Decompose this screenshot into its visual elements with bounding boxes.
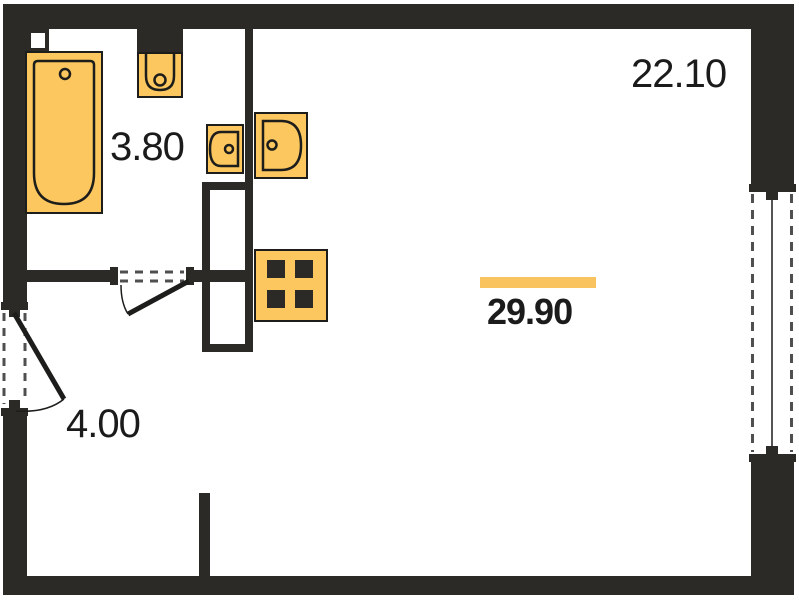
interior-door-icon — [120, 270, 191, 317]
bathroom-sink-drain — [223, 143, 235, 155]
label-total-area: 29.90 — [487, 291, 573, 332]
kitchen-sink-icon — [254, 112, 308, 179]
room-label-living-room: 22.10 — [631, 52, 727, 96]
stove-burner-br — [295, 290, 313, 308]
entrance-door-swing-arc — [15, 398, 65, 412]
wall-bottom — [3, 576, 794, 595]
entrance-cap-top — [1, 302, 28, 310]
stove-burner-tr — [295, 260, 313, 278]
wall-top — [3, 4, 794, 29]
window-node-top — [766, 192, 778, 200]
wall-left-upper — [3, 4, 27, 302]
toilet-drain — [153, 73, 167, 87]
door-jamb-left — [110, 267, 118, 285]
stove-4-burner-icon — [254, 249, 328, 322]
entrance-door-leaf — [11, 311, 67, 401]
corner-pier-notch — [31, 33, 45, 48]
wall-hall-divider — [199, 493, 210, 577]
ventilation-shaft-icon — [202, 182, 253, 352]
interior-door-swing-arc — [120, 284, 129, 315]
total-area-underline — [480, 277, 596, 288]
wall-left-lower — [3, 415, 27, 595]
wall-bathroom-bottom — [27, 270, 110, 282]
door-jamb-right — [186, 267, 194, 285]
stove-body — [254, 249, 328, 322]
bathtub-icon — [25, 51, 103, 214]
kitchen-sink-drain — [266, 139, 278, 151]
interior-door-leaf — [126, 278, 191, 317]
window-cap-top — [749, 184, 796, 192]
shaft-cavity-lower — [210, 282, 245, 344]
toilet-tank — [137, 29, 183, 53]
walls — [3, 4, 794, 595]
bathroom-sink-icon — [206, 124, 244, 174]
entrance-node-bottom — [9, 400, 20, 408]
stove-burner-tl — [267, 260, 285, 278]
toilet-bowl-rim — [144, 53, 176, 92]
room-label-bathroom: 3.80 — [110, 125, 185, 169]
stove-burner-bl — [267, 290, 285, 308]
kitchen-sink-basin — [261, 119, 303, 172]
toilet-icon — [137, 29, 183, 98]
room-label-hallway: 4.00 — [66, 402, 141, 446]
bathtub-basin — [32, 59, 96, 206]
bathtub-drain — [58, 67, 72, 81]
wall-right-lower — [751, 462, 794, 595]
entrance-cap-bottom — [1, 408, 28, 416]
bathroom-sink-basin — [208, 130, 240, 168]
entrance-door-icon — [1, 302, 67, 416]
shaft-cavity-upper — [210, 190, 245, 270]
wall-right-upper — [751, 4, 794, 184]
window-node-bottom — [766, 446, 778, 454]
window-cap-bottom — [749, 454, 796, 462]
window-icon — [749, 184, 796, 462]
